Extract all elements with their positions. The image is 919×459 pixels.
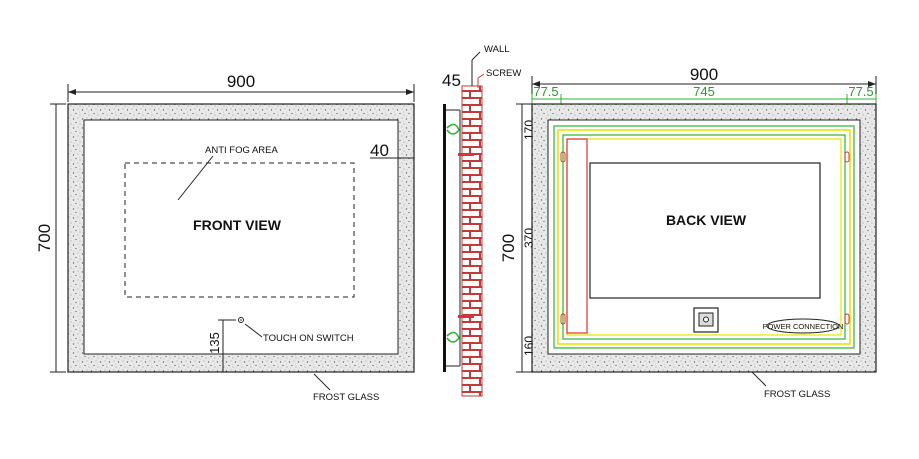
back-view: 900 77.5 745 77.5 700 170 370 160 [499, 65, 877, 400]
touch-switch-label: TOUCH ON SWITCH [263, 333, 354, 344]
border-dim-label: 40 [370, 141, 389, 160]
bottom-left-hook-icon [560, 313, 566, 325]
power-connection-badge [766, 318, 840, 334]
switch-dim-label: 135 [207, 332, 222, 354]
brick-wall [461, 85, 483, 397]
back-width-dimension: 900 [531, 65, 877, 104]
bottom-right-hook-icon [844, 313, 850, 325]
front-view-title: FRONT VIEW [193, 217, 282, 233]
front-width-dimension: 900 [67, 72, 415, 102]
anti-fog-area [124, 162, 355, 298]
back-height-label: 700 [499, 234, 518, 262]
outer-green-frame [553, 125, 855, 349]
depth-dim-label: 45 [442, 71, 461, 90]
switch-height-dimension: 135 [207, 319, 236, 372]
bottom-screw-icon [458, 315, 474, 318]
top-left-hook-icon [560, 151, 566, 163]
back-view-title: BACK VIEW [666, 212, 747, 228]
top-screw-icon [458, 153, 474, 156]
anti-fog-leader [177, 155, 214, 201]
center-span-label: 745 [693, 84, 715, 99]
front-height-dimension: 700 [35, 103, 66, 373]
anti-fog-label: ANTI FOG AREA [205, 145, 279, 156]
socket-icon [693, 307, 719, 333]
right-margin-label: 77.5 [848, 84, 873, 99]
mirror-edge [443, 104, 446, 372]
power-connection-label: POWER CONNECTION [763, 322, 844, 331]
top-right-hook-icon [844, 151, 850, 163]
back-center-panel [589, 162, 821, 299]
screw-label: SCREW [486, 68, 521, 79]
top-bracket-icon [446, 123, 460, 135]
inner-green-frame [562, 134, 846, 340]
touch-switch-icon [238, 317, 244, 323]
front-height-label: 700 [35, 224, 54, 252]
back-green-dimensions: 77.5 745 77.5 [531, 84, 877, 126]
wall-label: WALL [484, 44, 510, 55]
front-width-label: 900 [227, 72, 255, 91]
yellow-frame [557, 129, 851, 345]
back-height-dimension: 700 [499, 103, 532, 373]
back-frost-label: FROST GLASS [764, 389, 830, 400]
bottom-bracket-icon [446, 331, 460, 343]
front-frost-label: FROST GLASS [313, 392, 379, 403]
border-dimension: 40 [370, 141, 414, 160]
front-mirror-glass [83, 119, 399, 355]
left-margin-label: 77.5 [533, 84, 558, 99]
back-width-label: 900 [690, 65, 718, 84]
front-view: 900 700 ANTI FOG AREA FRONT VIEW 40 TOUC… [35, 72, 415, 403]
side-view: WALL SCREW 45 [442, 44, 521, 397]
led-driver-box [566, 138, 588, 334]
